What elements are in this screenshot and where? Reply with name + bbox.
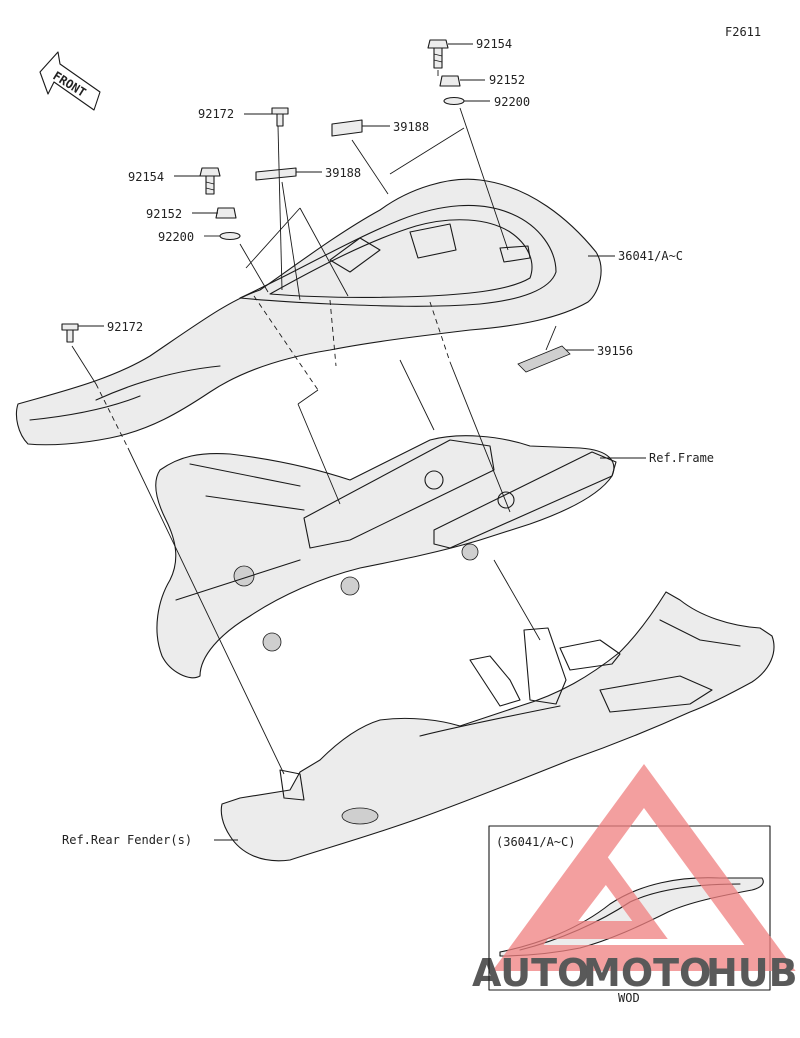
watermark-auto: AUTO [472, 951, 589, 995]
callout-washer-top: 92200 [494, 95, 530, 109]
label-right-part [331, 119, 363, 137]
assembly-lines [71, 70, 541, 775]
callout-ref-rear-fender: Ref.Rear Fender(s) [62, 833, 192, 847]
callout-label-left: 39188 [325, 166, 361, 180]
watermark-triangle-inner-icon [541, 854, 668, 939]
callout-bolt-top: 92154 [476, 37, 512, 51]
callout-nut-top: 92152 [489, 73, 525, 87]
watermark-logo: AUTO MOTO HUB [472, 764, 798, 995]
callout-ref-frame: Ref.Frame [649, 451, 714, 465]
bolt-top-part [427, 39, 449, 69]
watermark-triangle-icon [492, 764, 796, 971]
nut-top-part [439, 75, 461, 87]
seat-cover-part [15, 178, 602, 446]
callout-washer-left: 92200 [158, 230, 194, 244]
callout-bolt-left: 92154 [128, 170, 164, 184]
washer-left-part [219, 231, 241, 241]
callout-screw-mid: 92172 [198, 107, 234, 121]
inset-caption: WOD [618, 991, 640, 1005]
callout-screw-left: 92172 [107, 320, 143, 334]
callout-decal: 39156 [597, 344, 633, 358]
screw-mid-part [271, 107, 289, 127]
bolt-left-part [199, 167, 221, 195]
screw-left-part [61, 323, 79, 343]
decal-part [517, 345, 571, 373]
inset-title: (36041/A~C) [496, 835, 575, 849]
watermark-hub: HUB [706, 951, 798, 995]
figure-code: F2611 [725, 25, 761, 39]
watermark-moto: MOTO [583, 951, 711, 995]
callout-seat-cover: 36041/A~C [618, 249, 683, 263]
washer-top-part [443, 96, 465, 106]
label-left-part [255, 167, 297, 181]
front-label: FRONT [50, 69, 88, 100]
frame-part [155, 435, 617, 679]
rear-fender-part [220, 591, 775, 862]
callout-nut-left: 92152 [146, 207, 182, 221]
callout-label-right: 39188 [393, 120, 429, 134]
front-arrow-icon: FRONT [39, 51, 101, 111]
nut-left-part [215, 207, 237, 219]
